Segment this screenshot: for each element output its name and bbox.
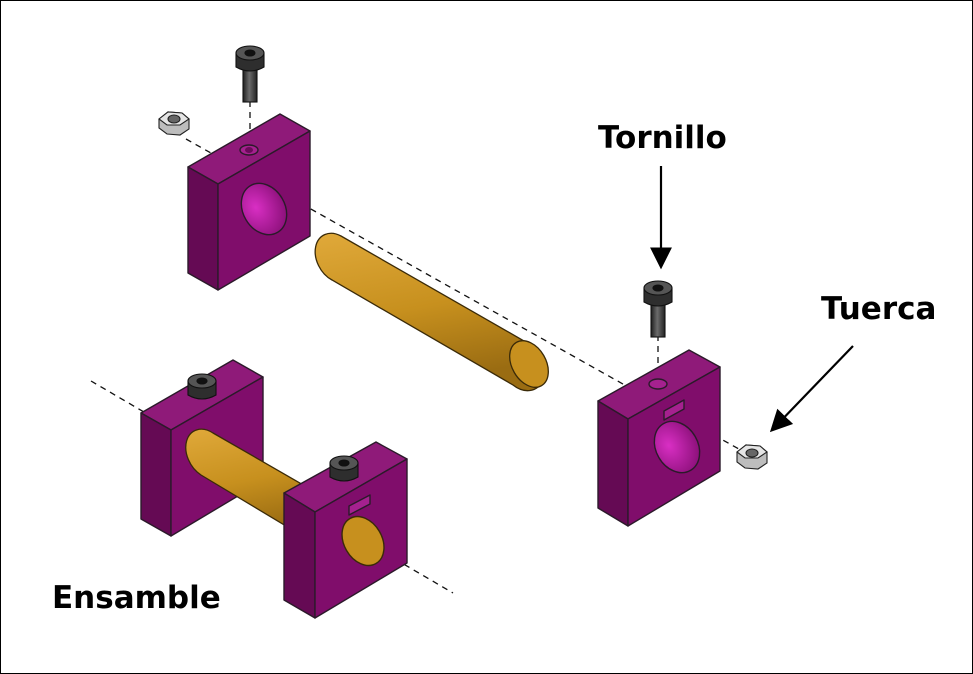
block-front-face xyxy=(597,400,629,527)
bolt-hole xyxy=(648,378,668,390)
shaft-end-cap xyxy=(509,340,549,388)
label-bolt: Tornillo xyxy=(598,120,727,156)
assembly-block-front xyxy=(283,441,408,619)
label-nut: Tuerca xyxy=(821,291,937,327)
bore-hole xyxy=(240,182,288,236)
assembly-bolt-back xyxy=(187,373,217,400)
mounting-block-left xyxy=(187,113,311,291)
arrow-nut xyxy=(769,345,854,433)
bolt-right xyxy=(643,280,673,338)
nut-slot xyxy=(663,399,685,421)
bolt-left xyxy=(235,45,265,103)
nut-slot xyxy=(348,494,371,516)
block-front-face xyxy=(187,166,219,291)
label-assembly: Ensamble xyxy=(52,580,221,616)
mounting-block-right xyxy=(597,349,721,527)
nut-right xyxy=(736,444,768,470)
shaft xyxy=(314,232,549,392)
nut-left xyxy=(158,111,190,136)
shaft-end xyxy=(341,515,385,567)
assembly-bolt-front xyxy=(329,455,359,482)
shaft-body xyxy=(314,232,545,392)
bore-hole xyxy=(653,420,701,474)
assembly-group xyxy=(140,359,408,619)
axis-main xyxy=(185,138,747,454)
